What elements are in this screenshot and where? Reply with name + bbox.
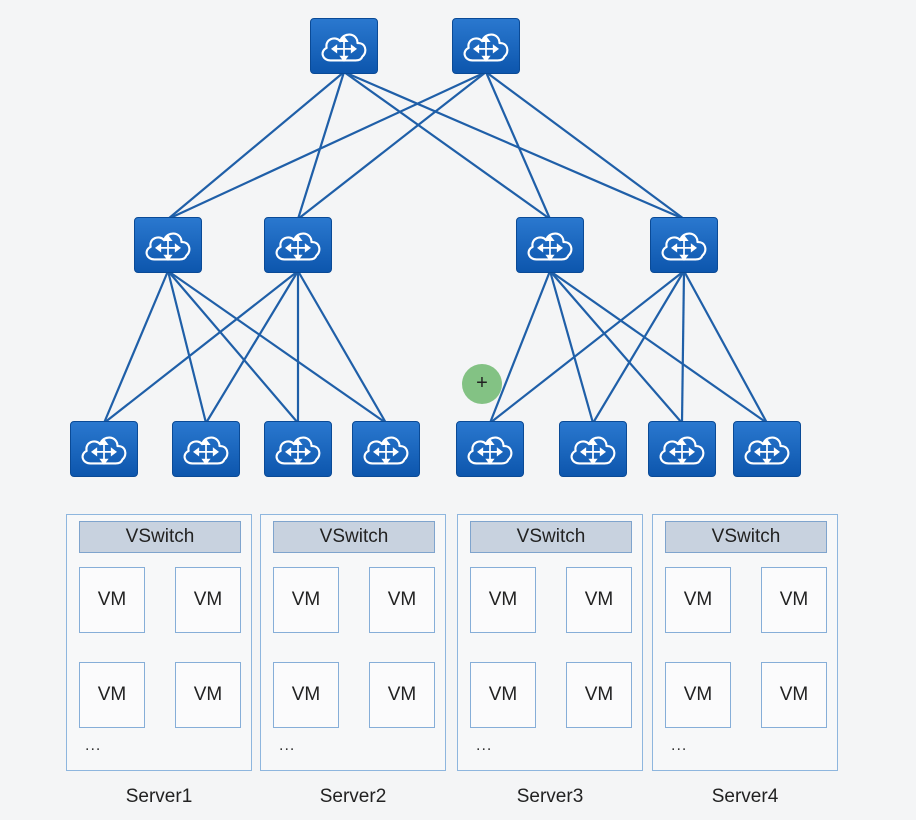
vm-box[interactable]: VM — [566, 662, 632, 728]
core-switch-2-icon[interactable] — [452, 18, 520, 74]
network-link — [592, 270, 685, 424]
access-switch-1-icon[interactable] — [70, 421, 138, 477]
core-switch-1-icon[interactable] — [310, 18, 378, 74]
network-link — [167, 71, 345, 220]
vm-box[interactable]: VM — [369, 662, 435, 728]
network-link — [683, 270, 768, 424]
network-link — [296, 71, 346, 220]
network-link — [680, 270, 686, 424]
network-link — [549, 270, 683, 424]
vswitch[interactable]: VSwitch — [79, 521, 241, 553]
network-link — [485, 71, 685, 220]
network-link — [343, 71, 551, 220]
server-label: Server2 — [319, 786, 387, 807]
vm-box[interactable]: VM — [273, 662, 339, 728]
access-switch-3-icon[interactable] — [264, 421, 332, 477]
vm-box[interactable]: VM — [761, 567, 827, 633]
cursor-highlight: + — [462, 364, 502, 404]
network-link — [103, 270, 299, 424]
network-link — [484, 71, 552, 220]
network-link — [488, 270, 552, 424]
aggregation-switch-4-icon[interactable] — [650, 217, 718, 273]
server-1: VSwitch VM VM VM VM ... — [66, 514, 252, 771]
more-vms-ellipsis: ... — [476, 737, 493, 754]
network-link — [102, 270, 170, 424]
vm-box[interactable]: VM — [470, 662, 536, 728]
vm-box[interactable]: VM — [566, 567, 632, 633]
access-switch-5-icon[interactable] — [456, 421, 524, 477]
aggregation-switch-3-icon[interactable] — [516, 217, 584, 273]
server-4: VSwitch VM VM VM VM ... — [652, 514, 838, 771]
server-label: Server3 — [516, 786, 584, 807]
network-link — [297, 71, 487, 220]
vm-box[interactable]: VM — [665, 567, 731, 633]
vm-box[interactable]: VM — [79, 567, 145, 633]
vm-box[interactable]: VM — [273, 567, 339, 633]
vswitch[interactable]: VSwitch — [665, 521, 827, 553]
vswitch[interactable]: VSwitch — [470, 521, 632, 553]
aggregation-switch-1-icon[interactable] — [134, 217, 202, 273]
vm-box[interactable]: VM — [369, 567, 435, 633]
vm-box[interactable]: VM — [665, 662, 731, 728]
server-label: Server1 — [125, 786, 193, 807]
network-link — [205, 270, 299, 424]
access-switch-6-icon[interactable] — [559, 421, 627, 477]
cursor-crosshair-icon: + — [476, 372, 488, 394]
more-vms-ellipsis: ... — [279, 737, 296, 754]
server-3: VSwitch VM VM VM VM ... — [457, 514, 643, 771]
vm-box[interactable]: VM — [761, 662, 827, 728]
network-link — [167, 71, 487, 220]
vm-box[interactable]: VM — [175, 567, 241, 633]
network-link — [297, 270, 387, 424]
aggregation-switch-2-icon[interactable] — [264, 217, 332, 273]
network-link — [166, 270, 208, 424]
network-link — [167, 270, 299, 424]
network-link — [549, 270, 768, 424]
access-switch-4-icon[interactable] — [352, 421, 420, 477]
vm-box[interactable]: VM — [79, 662, 145, 728]
server-2: VSwitch VM VM VM VM ... — [260, 514, 446, 771]
vm-box[interactable]: VM — [175, 662, 241, 728]
access-switch-8-icon[interactable] — [733, 421, 801, 477]
network-link — [489, 270, 685, 424]
vm-box[interactable]: VM — [470, 567, 536, 633]
network-link — [548, 270, 595, 424]
network-link — [343, 70, 685, 221]
access-switch-2-icon[interactable] — [172, 421, 240, 477]
more-vms-ellipsis: ... — [671, 737, 688, 754]
vswitch[interactable]: VSwitch — [273, 521, 435, 553]
server-label: Server4 — [711, 786, 779, 807]
more-vms-ellipsis: ... — [85, 737, 102, 754]
network-link — [167, 270, 387, 424]
access-switch-7-icon[interactable] — [648, 421, 716, 477]
